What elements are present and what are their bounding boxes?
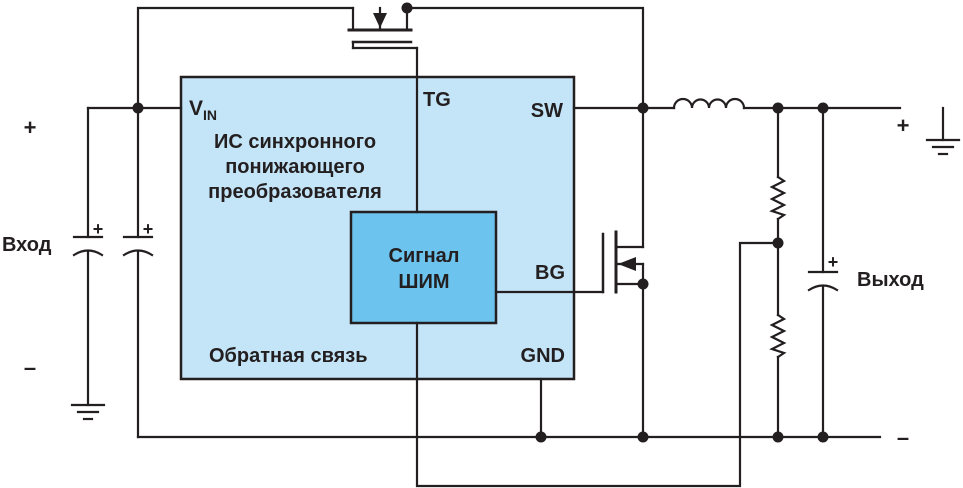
pwm-block [349, 210, 498, 325]
ic-title-line-3: преобразователя [208, 181, 382, 203]
pin-bg-label: BG [535, 262, 565, 284]
pin-tg-label: TG [423, 89, 451, 111]
high-side-mosfet [347, 6, 419, 50]
output-minus-sign: – [897, 425, 909, 450]
input-label: Вход [2, 234, 52, 256]
resistor-bottom-icon [769, 313, 787, 359]
low-side-mosfet [601, 230, 645, 294]
pwm-label-line-2: ШИМ [398, 271, 449, 293]
junction-dots [132, 2, 829, 443]
input-capacitor-2-icon [122, 235, 154, 257]
pwm-label-line-1: Сигнал [389, 245, 460, 267]
inductor-icon [672, 97, 746, 110]
pin-gnd-label: GND [521, 345, 565, 367]
pin-vin-label: VIN [189, 97, 217, 123]
ic-title-line-1: ИС синхронного [214, 131, 376, 153]
high-side-mosfet-arrow-icon [373, 13, 387, 28]
input-capacitor-1-icon [72, 235, 104, 257]
ground-output-icon [925, 138, 961, 156]
resistor-top-icon [769, 175, 787, 221]
feedback-label: Обратная связь [209, 345, 368, 367]
output-capacitor-icon [807, 270, 839, 292]
low-side-mosfet-arrow-icon [618, 257, 636, 271]
input-cap-2-plus: + [143, 219, 154, 239]
input-minus-sign: – [24, 355, 36, 380]
ground-input-icon [70, 403, 106, 421]
input-cap-1-plus: + [93, 219, 104, 239]
input-plus-sign: + [24, 115, 37, 140]
ic-title-line-2: понижающего [225, 156, 365, 178]
output-plus-sign: + [897, 113, 910, 138]
pin-sw-label: SW [531, 100, 563, 122]
output-cap-plus: + [828, 252, 839, 272]
output-label: Выход [857, 269, 924, 291]
